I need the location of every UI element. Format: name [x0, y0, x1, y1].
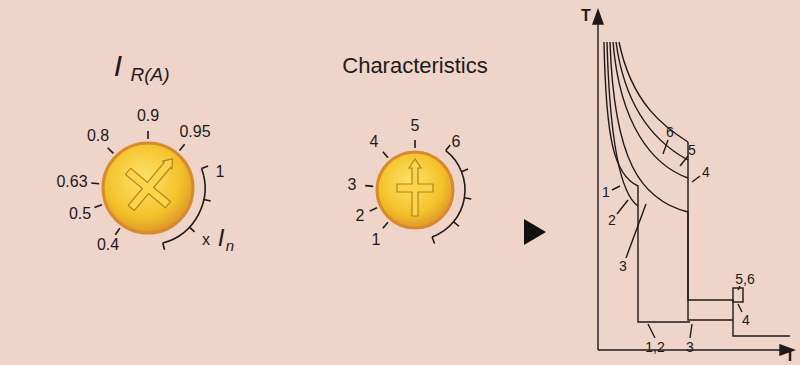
- scale-tick: [370, 208, 377, 211]
- scale-value: 0.63: [56, 174, 87, 190]
- arrow-triangle: [524, 219, 546, 245]
- axis-label: T: [581, 8, 591, 24]
- multiplier-sign: x: [202, 232, 210, 248]
- bracket-tick: [202, 166, 209, 168]
- scale-tick: [94, 205, 102, 208]
- scale-tick: [147, 131, 149, 139]
- dial-title-subscript: R(A): [130, 65, 169, 84]
- characteristic-dial: [377, 152, 453, 228]
- scale-value: 3: [348, 177, 357, 193]
- characteristic-chart: [593, 10, 794, 355]
- scale-value: 0.95: [179, 124, 210, 140]
- scale-tick: [91, 182, 99, 184]
- bracket-tick: [163, 243, 165, 250]
- curve-label: 6: [666, 125, 674, 139]
- curve-label: 1: [602, 185, 610, 199]
- rated-current-symbol: I: [218, 226, 225, 250]
- bracket-tick: [462, 169, 469, 172]
- scale-value: 1: [216, 164, 225, 180]
- scale-tick: [115, 228, 120, 235]
- curve-label: 3: [619, 259, 627, 273]
- curve-label: 5,6: [735, 272, 754, 286]
- scale-tick: [365, 185, 373, 187]
- curve-label: 5: [688, 143, 696, 157]
- curve-label: 1,2: [645, 340, 664, 354]
- range-bracket: [163, 169, 205, 244]
- bracket-tick: [446, 145, 450, 151]
- bracket-tick: [464, 198, 471, 199]
- scale-value: 0.4: [97, 237, 119, 253]
- scale-value: 6: [452, 134, 461, 150]
- curve-label: 4: [702, 165, 710, 179]
- current-dial: [103, 142, 193, 233]
- scale-value: 0.5: [69, 206, 91, 222]
- curve-label: 4: [742, 313, 750, 327]
- curve-label: 3: [686, 340, 694, 354]
- scale-ticks: [91, 131, 471, 250]
- dial-title: I: [114, 51, 122, 81]
- scale-value: 0.8: [87, 128, 109, 144]
- bracket-tick: [189, 227, 194, 232]
- axis-label: I: [788, 348, 792, 364]
- curve-label: 2: [608, 213, 616, 227]
- scale-tick: [414, 140, 416, 148]
- scale-tick: [383, 222, 388, 228]
- scale-value: 4: [370, 134, 379, 150]
- bracket-tick: [204, 200, 211, 201]
- dial-title: Characteristics: [342, 55, 487, 77]
- range-bracket: [432, 151, 465, 237]
- scale-tick: [108, 148, 114, 154]
- scale-value: 1: [372, 232, 381, 248]
- scale-tick: [383, 152, 388, 158]
- bracket-tick: [454, 222, 459, 226]
- scale-value: 0.9: [137, 108, 159, 124]
- scale-tick: [179, 144, 184, 150]
- scale-value: 5: [411, 118, 420, 134]
- scale-value: 2: [356, 208, 365, 224]
- bracket-tick: [432, 237, 434, 244]
- rated-current-subscript: n: [226, 238, 234, 253]
